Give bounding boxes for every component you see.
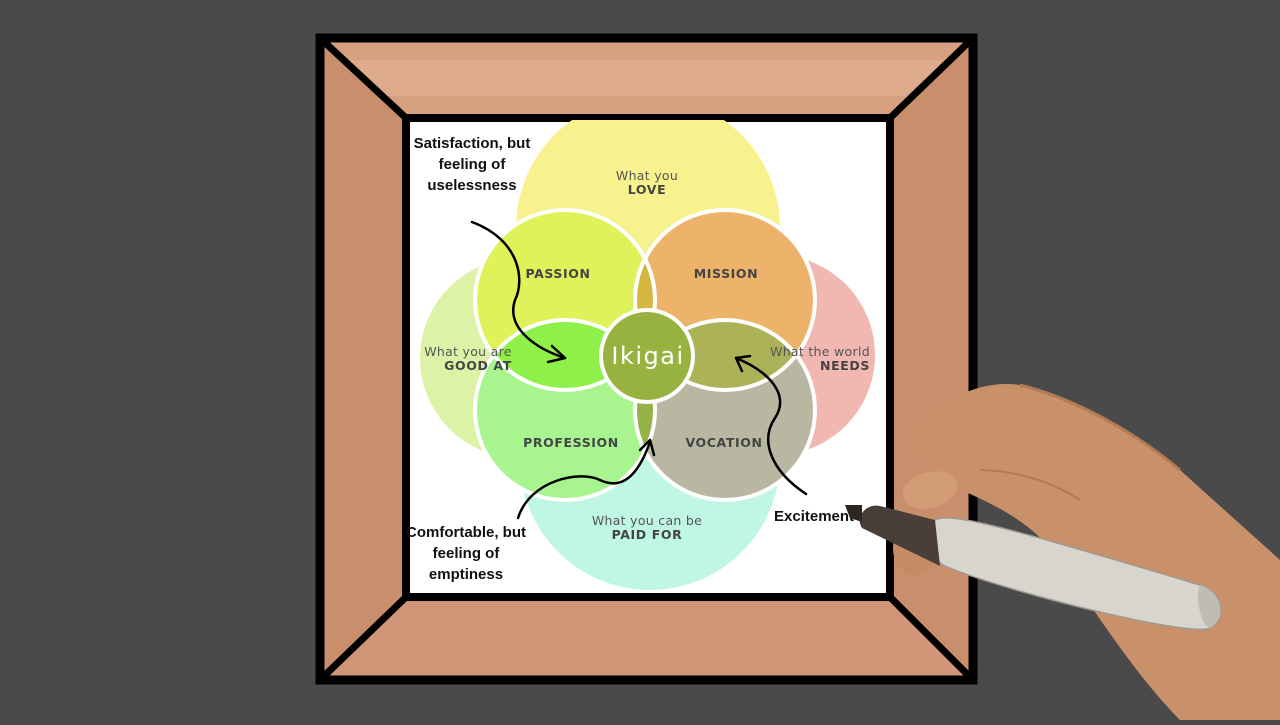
ikigai-center-circle: [599, 308, 695, 404]
needs-label-line1: What the world: [770, 344, 870, 359]
vocation-label: VOCATION: [685, 435, 762, 450]
arrow-bottom-left: [516, 440, 652, 520]
annotation-bottom-left-line1: Comfortable, but: [406, 524, 526, 541]
ikigai-venn: What you LOVE What you are GOOD AT What …: [420, 120, 875, 590]
passion-label: PASSION: [525, 266, 590, 281]
arrow-top-left: [470, 220, 567, 360]
hand-with-marker: [845, 383, 1280, 720]
mission-label: MISSION: [694, 266, 758, 281]
annotation-top-left-line3: uselessness: [427, 177, 516, 194]
annotation-top-left-line1: Satisfaction, but: [414, 135, 531, 152]
arm: [918, 384, 1280, 720]
annotation-bottom-left-line3: emptiness: [429, 566, 503, 583]
arrow-bottom-right: [734, 356, 808, 496]
paid-for-label-line2: PAID FOR: [612, 527, 683, 542]
annotation-top-left-line2: feeling of: [439, 156, 507, 173]
love-label-line1: What you: [616, 168, 678, 183]
paid-for-label-line1: What you can be: [592, 513, 702, 528]
needs-label-line2: NEEDS: [820, 358, 870, 373]
marker-tip: [859, 505, 940, 566]
annotation-bottom-left-line2: feeling of: [433, 545, 501, 562]
ikigai-center-label: Ikigai: [611, 342, 684, 370]
good-at-label-line2: GOOD AT: [444, 358, 512, 373]
annotations: Satisfaction, but feeling of uselessness…: [406, 135, 854, 583]
annotation-bottom-right-line1: Excitement: [774, 508, 854, 525]
love-label-line2: LOVE: [628, 182, 666, 197]
profession-label: PROFESSION: [523, 435, 619, 450]
good-at-label-line1: What you are: [424, 344, 512, 359]
